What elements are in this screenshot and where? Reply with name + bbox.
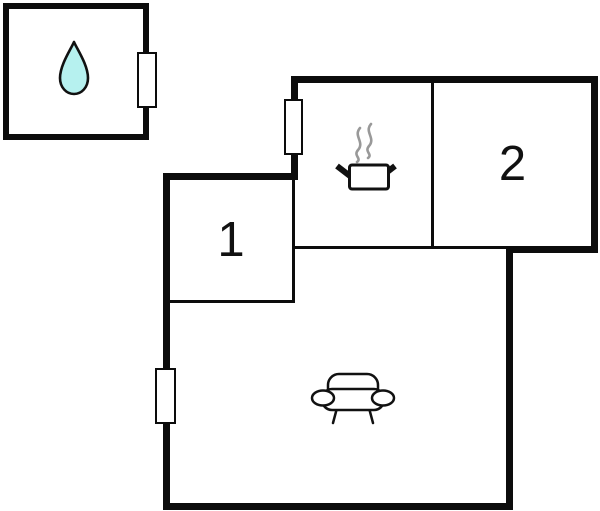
pot-handle-left — [335, 163, 352, 179]
water-drop-icon — [58, 40, 90, 96]
room-2-label: 2 — [434, 83, 591, 246]
room-1-label: 1 — [170, 180, 292, 300]
steam-line-left — [355, 126, 362, 164]
wall-kitchen-room2-divider — [431, 83, 434, 249]
door-marker-kitchen — [284, 99, 303, 155]
sofa-armrest-left — [310, 389, 336, 407]
bathroom-walls — [3, 3, 149, 140]
room-2-number: 2 — [498, 137, 527, 191]
wall-room1-top — [163, 173, 298, 180]
wall-kitchen-bottom — [295, 246, 506, 249]
room-1-number: 1 — [217, 212, 245, 267]
door-marker-bathroom — [137, 52, 157, 108]
cooking-pot-icon — [335, 122, 397, 191]
sofa-icon — [310, 372, 396, 425]
wall-room1-bottom — [170, 300, 295, 303]
door-marker-living-room — [155, 368, 176, 424]
wall-room2-bottom — [506, 246, 598, 253]
wall-room2-right — [591, 76, 598, 253]
wall-main-top — [291, 76, 598, 83]
wall-main-left — [163, 173, 170, 510]
pot-body — [348, 163, 390, 191]
wall-room1-right — [292, 180, 295, 303]
wall-living-right — [506, 246, 513, 510]
steam-line-right — [366, 122, 373, 160]
wall-main-bottom — [163, 503, 513, 510]
sofa-armrest-right — [370, 389, 396, 407]
water-drop-shape — [58, 40, 90, 96]
